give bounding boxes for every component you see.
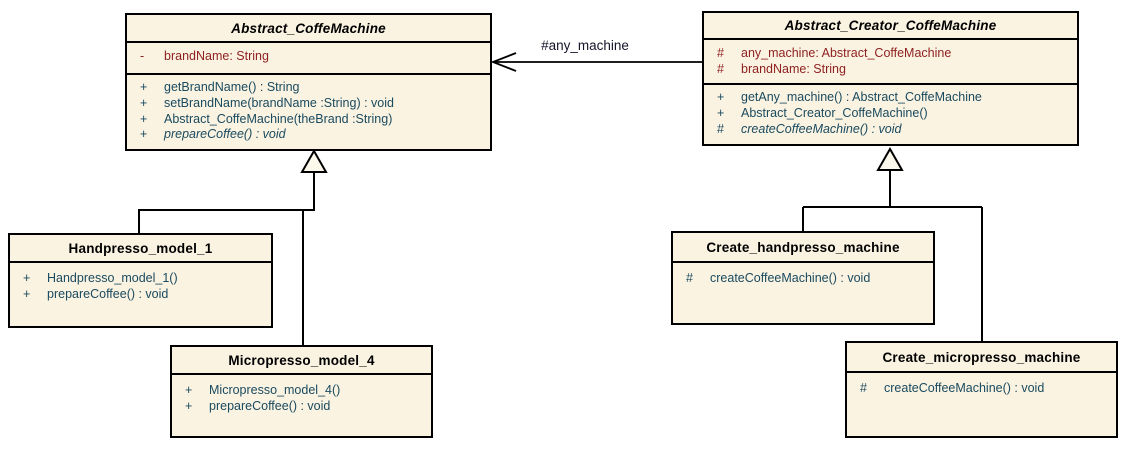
class-title: Handpresso_model_1 xyxy=(10,235,271,263)
class-title: Create_handpresso_machine xyxy=(673,233,933,263)
methods-compartment: + Handpresso_model_1() + prepareCoffee()… xyxy=(10,263,271,303)
methods-compartment: + getAny_machine() : Abstract_CoffeMachi… xyxy=(704,85,1077,137)
method-row: + prepareCoffee() : void xyxy=(10,287,271,303)
attribute-text: brandName: String xyxy=(741,61,846,76)
association-connector[interactable] xyxy=(490,52,702,72)
methods-compartment: + Micropresso_model_4() + prepareCoffee(… xyxy=(172,375,431,415)
class-box-create-micropresso-machine[interactable]: Create_micropresso_machine # createCoffe… xyxy=(845,341,1118,438)
method-text: prepareCoffee() : void xyxy=(164,127,286,142)
class-box-abstract-creator-coffemachine[interactable]: Abstract_Creator_CoffeMachine # any_mach… xyxy=(702,11,1079,146)
method-text: getBrandName() : String xyxy=(164,80,300,94)
visibility-marker: + xyxy=(717,90,725,104)
generalization-connector-left[interactable] xyxy=(138,148,328,345)
method-row: + Abstract_CoffeMachine(theBrand :String… xyxy=(127,112,490,128)
method-row: + Handpresso_model_1() xyxy=(10,271,271,287)
method-text: createCoffeeMachine() : void xyxy=(741,121,902,136)
method-row: + getAny_machine() : Abstract_CoffeMachi… xyxy=(704,90,1077,106)
association-arrowhead-icon xyxy=(490,52,517,72)
visibility-marker: + xyxy=(23,271,31,285)
method-row: # createCoffeeMachine() : void xyxy=(847,381,1116,397)
method-text: Abstract_CoffeMachine(theBrand :String) xyxy=(164,111,393,126)
generalization-connector-right[interactable] xyxy=(802,146,983,341)
attribute-row: - brandName: String xyxy=(127,49,490,65)
attribute-row: # brandName: String xyxy=(704,62,1077,78)
method-row: + Micropresso_model_4() xyxy=(172,383,431,399)
attribute-text: any_machine: Abstract_CoffeMachine xyxy=(741,46,952,60)
method-row: + setBrandName(brandName :String) : void xyxy=(127,96,490,112)
methods-compartment: + getBrandName() : String + setBrandName… xyxy=(127,75,490,143)
methods-compartment: # createCoffeeMachine() : void xyxy=(847,373,1116,397)
visibility-marker: + xyxy=(717,105,725,120)
attributes-compartment: - brandName: String xyxy=(127,43,490,75)
attribute-row: # any_machine: Abstract_CoffeMachine xyxy=(704,46,1077,62)
class-title: Abstract_CoffeMachine xyxy=(127,15,490,43)
method-text: prepareCoffee() : void xyxy=(47,286,169,301)
class-box-create-handpresso-machine[interactable]: Create_handpresso_machine # createCoffee… xyxy=(671,231,935,325)
class-box-abstract-coffemachine[interactable]: Abstract_CoffeMachine - brandName: Strin… xyxy=(125,13,492,151)
visibility-marker: # xyxy=(717,121,724,136)
method-text: createCoffeeMachine() : void xyxy=(710,271,871,285)
attributes-compartment: # any_machine: Abstract_CoffeMachine # b… xyxy=(704,40,1077,85)
method-row-abstract: # createCoffeeMachine() : void xyxy=(704,122,1077,138)
class-box-handpresso-model-1[interactable]: Handpresso_model_1 + Handpresso_model_1(… xyxy=(8,233,273,328)
visibility-marker: + xyxy=(140,127,148,142)
method-text: Micropresso_model_4() xyxy=(209,383,341,397)
visibility-marker: + xyxy=(140,95,148,110)
visibility-marker: - xyxy=(140,49,145,63)
method-row: + prepareCoffee() : void xyxy=(172,399,431,415)
method-text: prepareCoffee() : void xyxy=(209,398,331,413)
method-text: Abstract_Creator_CoffeMachine() xyxy=(741,105,928,120)
class-title: Create_micropresso_machine xyxy=(847,343,1116,373)
association-label: #any_machine xyxy=(541,38,629,53)
method-text: Handpresso_model_1() xyxy=(47,271,178,285)
visibility-marker: + xyxy=(140,111,148,126)
method-text: getAny_machine() : Abstract_CoffeMachine xyxy=(741,90,982,104)
methods-compartment: # createCoffeeMachine() : void xyxy=(673,263,933,287)
generalization-triangle-icon xyxy=(876,146,904,171)
visibility-marker: # xyxy=(686,271,693,285)
attribute-text: brandName: String xyxy=(164,49,269,63)
visibility-marker: # xyxy=(717,61,724,76)
generalization-triangle-icon xyxy=(300,148,328,173)
method-row-abstract: + prepareCoffee() : void xyxy=(127,127,490,143)
visibility-marker: # xyxy=(860,381,867,395)
visibility-marker: + xyxy=(185,383,193,397)
visibility-marker: + xyxy=(23,286,31,301)
method-row: # createCoffeeMachine() : void xyxy=(673,271,933,287)
class-box-micropresso-model-4[interactable]: Micropresso_model_4 + Micropresso_model_… xyxy=(170,345,433,438)
method-text: createCoffeeMachine() : void xyxy=(884,381,1045,395)
visibility-marker: # xyxy=(717,46,724,60)
method-text: setBrandName(brandName :String) : void xyxy=(164,95,394,110)
class-title: Abstract_Creator_CoffeMachine xyxy=(704,13,1077,40)
visibility-marker: + xyxy=(140,80,148,94)
method-row: + Abstract_Creator_CoffeMachine() xyxy=(704,106,1077,122)
method-row: + getBrandName() : String xyxy=(127,80,490,96)
class-title: Micropresso_model_4 xyxy=(172,347,431,375)
visibility-marker: + xyxy=(185,398,193,413)
